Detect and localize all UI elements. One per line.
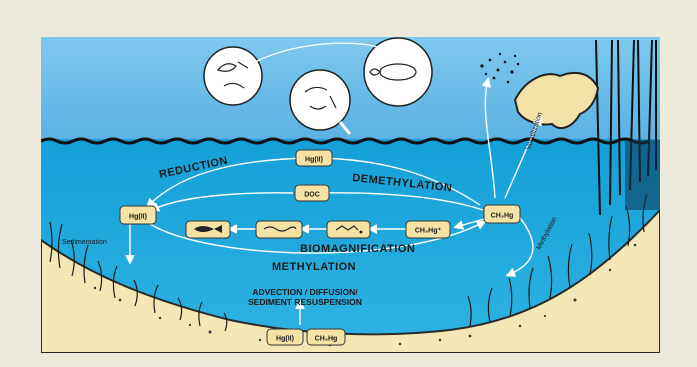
box-hg-top-label: Hg(II) bbox=[305, 157, 323, 164]
label-advection-line1: ADVECTION / DIFFUSION/ bbox=[252, 287, 358, 297]
box-sed-ch3hg-label: CH₃Hg bbox=[315, 336, 338, 343]
label-methylation: METHYLATION bbox=[272, 261, 356, 273]
box-doc-label: DOC bbox=[304, 192, 320, 199]
box-fish bbox=[186, 221, 230, 238]
box-sed-hg: Hg(II) bbox=[267, 329, 303, 345]
box-sed-hg-label: Hg(II) bbox=[276, 336, 294, 343]
box-sed-ch3hg: CH₃Hg bbox=[307, 329, 345, 345]
label-sedimentation: Sedimentation bbox=[62, 239, 107, 246]
box-ch3hg-chain: CH₃Hg⁺ bbox=[406, 221, 450, 238]
box-hg-left: Hg(II) bbox=[120, 206, 156, 224]
label-biomagnification: BIOMAGNIFICATION bbox=[300, 243, 415, 255]
box-invertebrate bbox=[256, 221, 302, 238]
dark-shore bbox=[625, 140, 660, 210]
box-ch3hg-right: CH₃Hg bbox=[484, 205, 520, 223]
box-doc: DOC bbox=[295, 185, 329, 201]
label-advection-line2: SEDIMENT RESUSPENSION bbox=[248, 297, 362, 307]
box-hg-top: Hg(II) bbox=[296, 150, 332, 166]
box-ch3hg-right-label: CH₃Hg bbox=[491, 213, 514, 220]
box-ch3hg-chain-label: CH₃Hg⁺ bbox=[415, 228, 442, 235]
box-zooplankton bbox=[327, 221, 370, 238]
box-hg-left-label: Hg(II) bbox=[129, 214, 147, 221]
